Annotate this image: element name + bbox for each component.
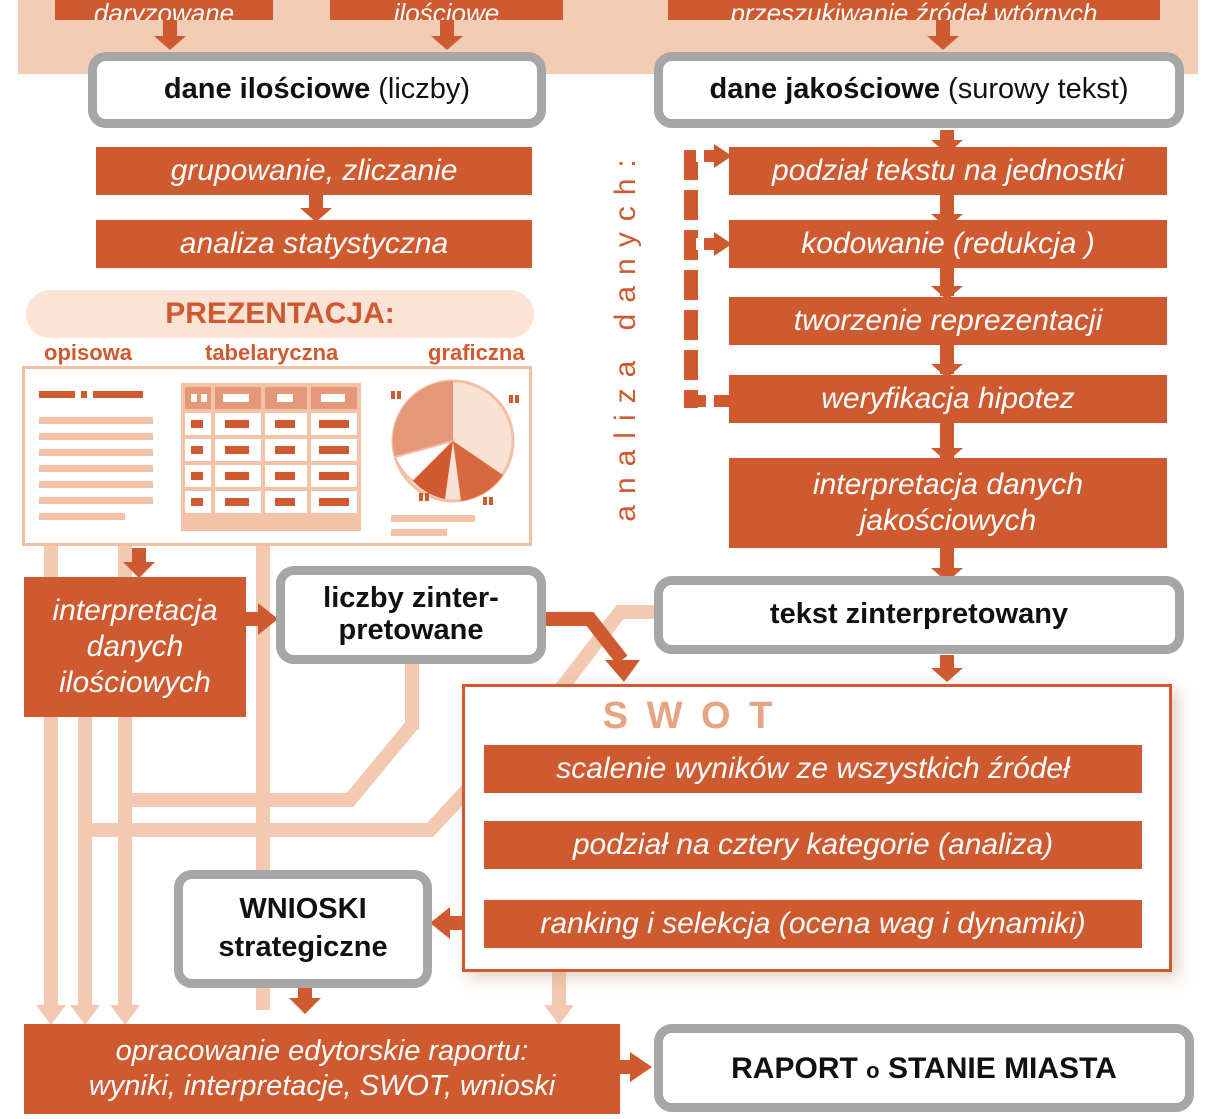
swot-step-ranking: ranking i selekcja (ocena wag i dynamiki… (484, 900, 1142, 948)
presentation-band: PREZENTACJA: (26, 290, 534, 338)
interpreted-text-box: tekst zinterpretowany (654, 576, 1184, 654)
swot-step-categories: podział na cztery kategorie (analiza) (484, 821, 1142, 869)
swot-title: S W O T (602, 695, 777, 737)
interpreted-numbers-box: liczby zinter-pretowane (276, 566, 546, 664)
conclusions-line1: WNIOSKI (239, 893, 367, 926)
qual-data-rest: (surowy tekst) (939, 73, 1129, 106)
presentation-label-graphic: graficzna (428, 340, 525, 365)
presentation-illustration (39, 379, 519, 536)
quant-interpretation: interpretacja danych ilościowych (24, 577, 246, 717)
qual-data-bold: dane jakościowe (709, 73, 940, 106)
editorial-line1: opracowanie edytorskie raportu: (115, 1035, 529, 1068)
top-mid-fragment: ilościowe (330, 0, 563, 20)
presentation-label-descriptive: opisowa (44, 340, 133, 365)
quant-step-statistics: analiza statystyczna (96, 220, 532, 268)
quant-step-grouping: grupowanie, zliczanie (96, 147, 532, 195)
vertical-analysis-text: analiza danych: (609, 148, 642, 522)
report-rest: STANIE MIASTA (887, 1051, 1117, 1085)
qual-step-representation: tworzenie reprezentacji (729, 297, 1167, 345)
editorial-line2: wyniki, interpretacje, SWOT, wnioski (88, 1070, 556, 1102)
strategic-conclusions-box: WNIOSKI strategiczne (174, 870, 432, 988)
swot-step-merge: scalenie wyników ze wszystkich źródeł (484, 745, 1142, 793)
interpreted-text-label: tekst zinterpretowany (769, 598, 1069, 631)
qual-step-split: podział tekstu na jednostki (729, 147, 1167, 195)
presentation-panel (22, 366, 532, 546)
conclusions-line2: strategiczne (218, 931, 388, 963)
qual-step-coding: kodowanie (redukcja ) (729, 220, 1167, 268)
editorial-box: opracowanie edytorskie raportu: wyniki, … (24, 1024, 620, 1114)
qual-interpretation: interpretacja danych jakościowych (729, 458, 1167, 548)
top-right-fragment: przeszukiwanie źródeł wtórnych (668, 0, 1160, 20)
report-small: o (866, 1057, 880, 1083)
presentation-label-tabular: tabelaryczna (205, 340, 339, 365)
quant-data-rest: (liczby) (370, 73, 471, 106)
report-box: RAPORT o STANIE MIASTA (654, 1024, 1194, 1112)
quant-data-bold: dane ilościowe (163, 73, 371, 106)
qual-data-box: dane jakościowe (surowy tekst) (654, 52, 1184, 128)
top-left-fragment: daryzowane (55, 0, 273, 20)
quant-data-box: dane ilościowe (liczby) (88, 52, 546, 128)
qual-step-hypotheses: weryfikacja hipotez (729, 375, 1167, 423)
interpreted-numbers-label: liczby zinter-pretowane (323, 582, 499, 646)
report-word: RAPORT (731, 1051, 858, 1085)
presentation-title: PREZENTACJA: (165, 297, 395, 330)
